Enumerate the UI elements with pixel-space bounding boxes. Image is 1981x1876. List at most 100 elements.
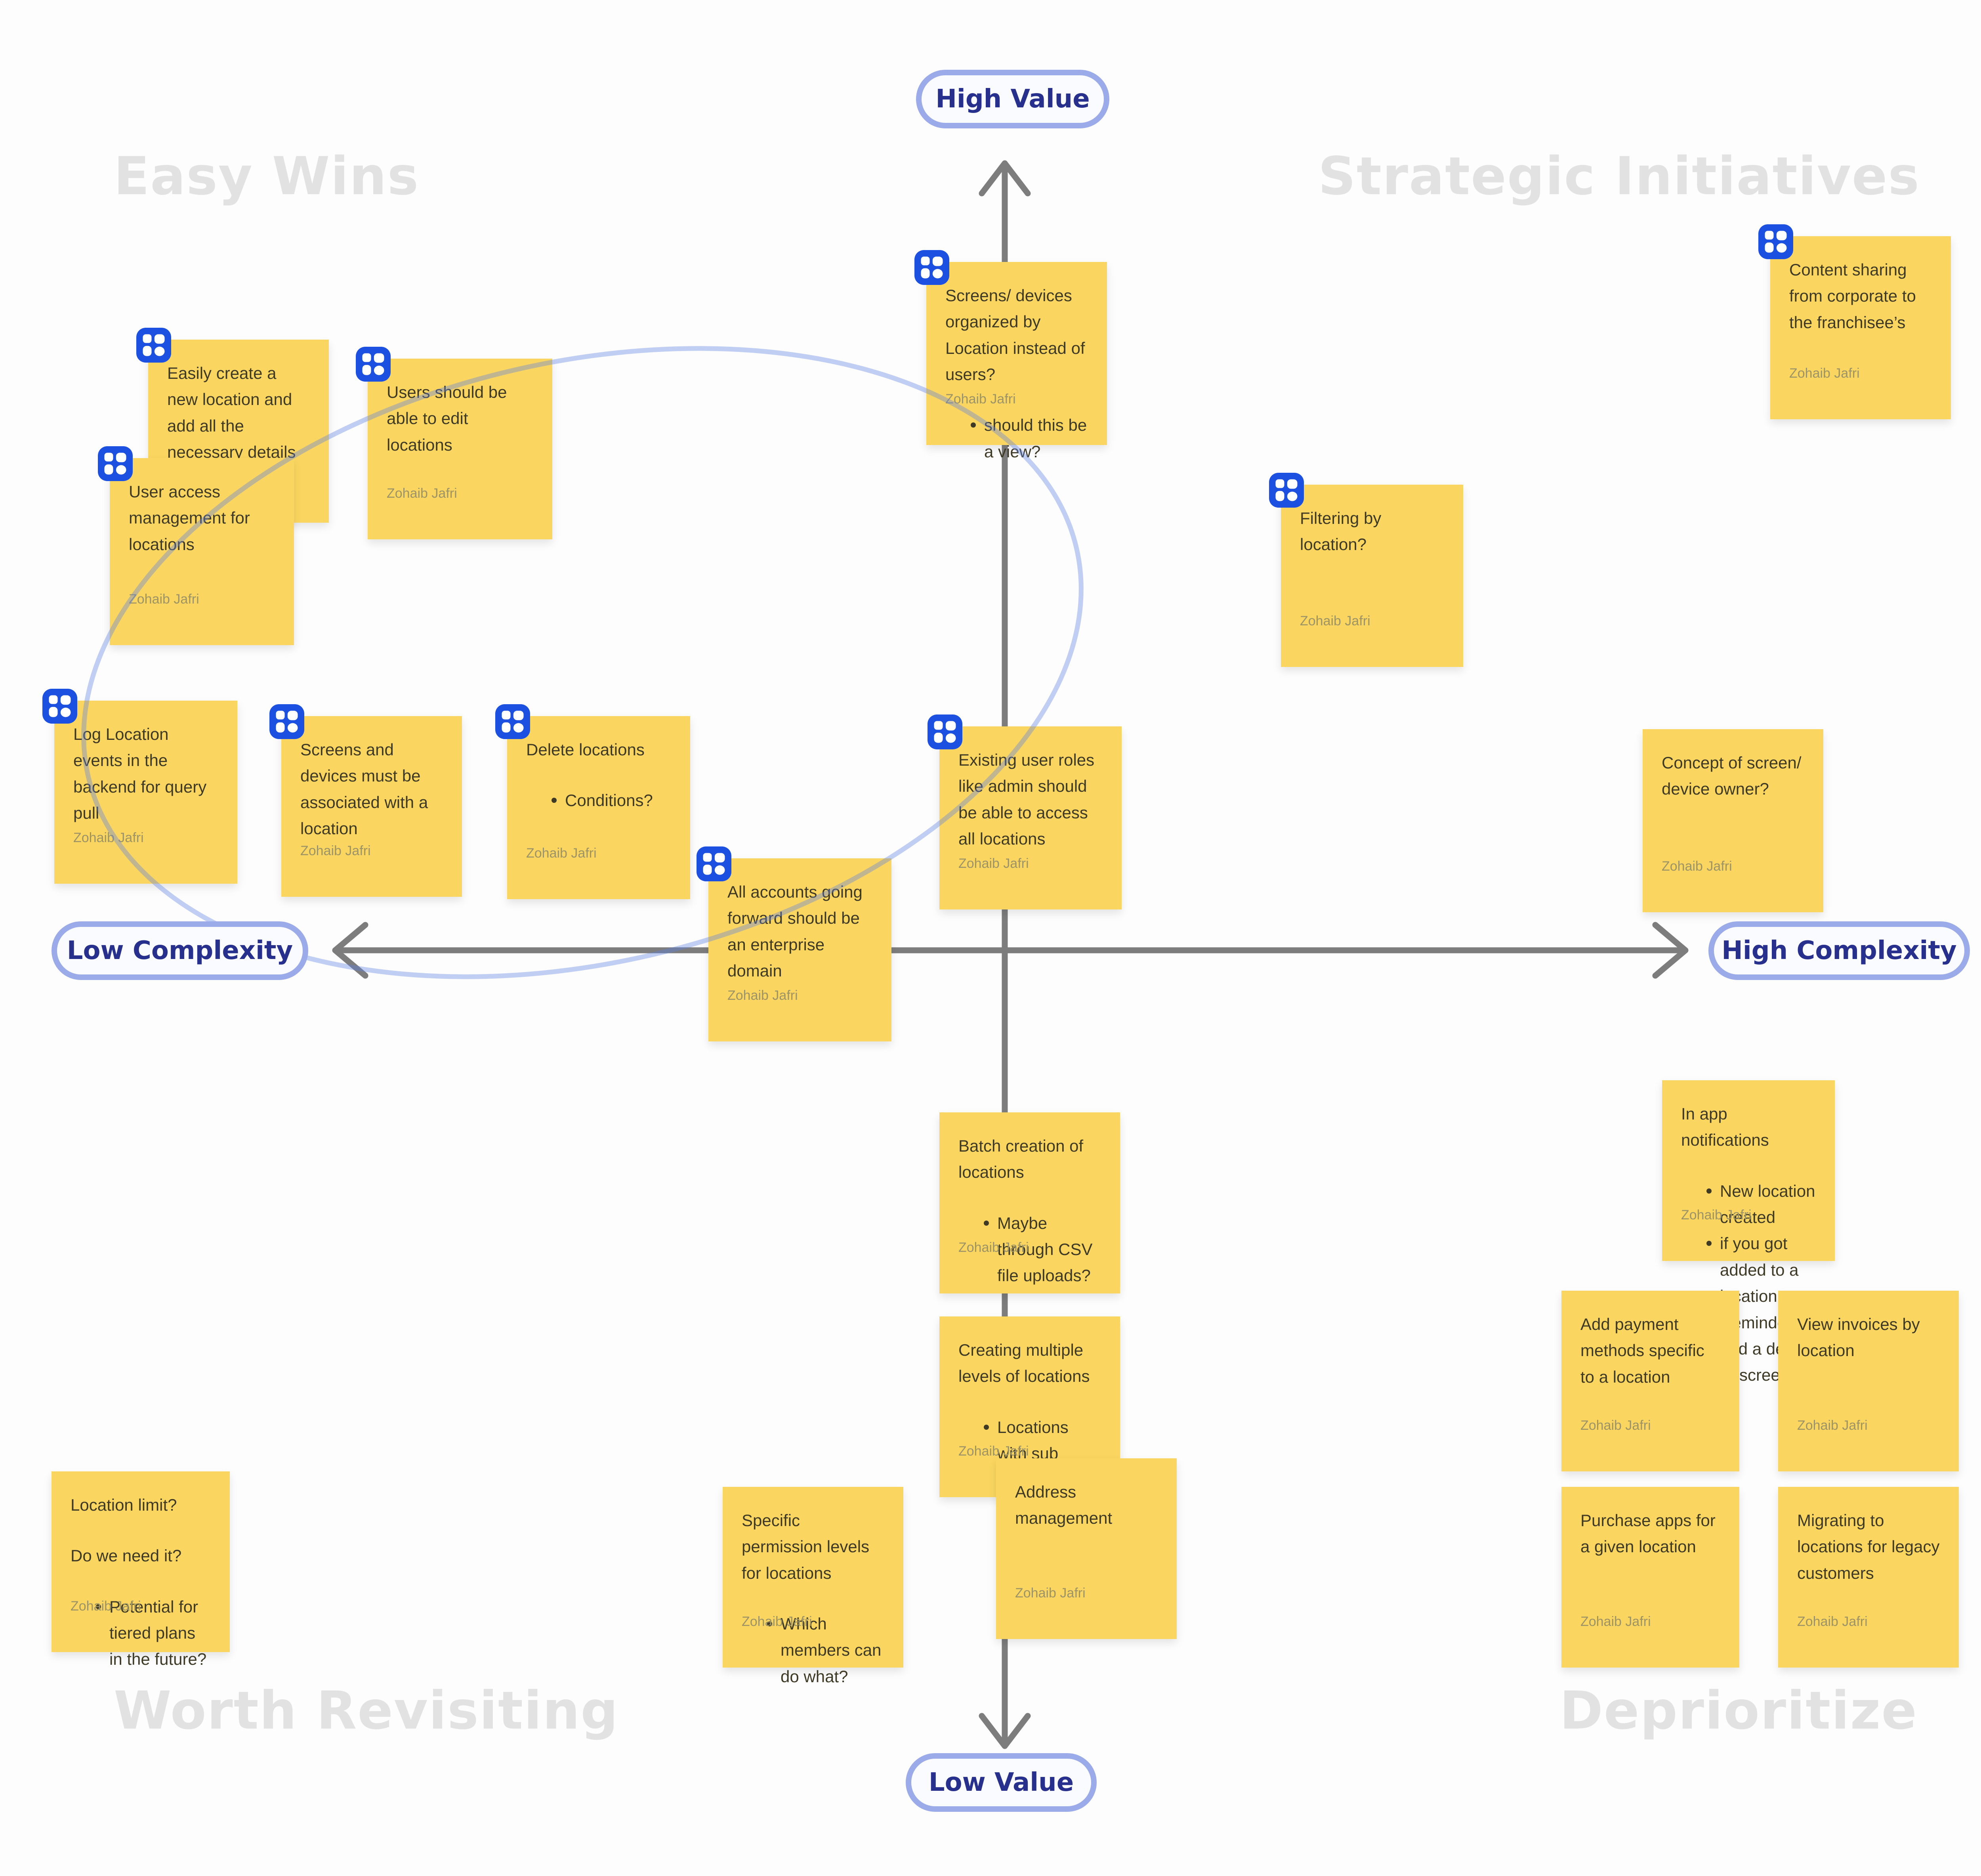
- sticky-note-screens-devices-associated[interactable]: Screens and devices must be associated w…: [269, 704, 462, 897]
- sticky-note-migrating-legacy-customers[interactable]: Migrating to locations for legacy custom…: [1778, 1487, 1959, 1668]
- note-bullet-list: Which members can do what?: [742, 1611, 884, 1690]
- app-window-icon: [928, 714, 962, 749]
- note-author: Zohaib Jafri: [73, 830, 144, 846]
- axis-pill-low-value[interactable]: Low Value: [906, 1753, 1097, 1812]
- axis-pill-high-complexity[interactable]: High Complexity: [1708, 921, 1970, 980]
- sticky-note-filtering-by-location[interactable]: Filtering by location? Zohaib Jafri: [1269, 473, 1463, 667]
- note-bullet-item: Conditions?: [552, 787, 671, 814]
- app-window-icon: [269, 704, 304, 739]
- note-bullet-list: should this be a view?: [945, 412, 1088, 465]
- note-author: Zohaib Jafri: [958, 1444, 1029, 1459]
- note-app-badge-icon: [98, 446, 133, 481]
- note-author: Zohaib Jafri: [1662, 859, 1732, 874]
- app-window-icon: [356, 347, 391, 382]
- note-author: Zohaib Jafri: [742, 1614, 812, 1630]
- note-text: Screens and devices must be associated w…: [300, 740, 428, 838]
- note-author: Zohaib Jafri: [1681, 1207, 1752, 1223]
- arrow-right-icon: [1652, 922, 1689, 979]
- note-app-badge-icon: [269, 704, 304, 739]
- note-text: Location limit?: [71, 1496, 177, 1514]
- note-bullet-item: should this be a view?: [971, 412, 1088, 465]
- note-app-badge-icon: [356, 347, 391, 382]
- note-app-badge-icon: [42, 689, 77, 724]
- note-text: Existing user roles like admin should be…: [958, 751, 1095, 848]
- app-window-icon: [495, 704, 530, 739]
- note-author: Zohaib Jafri: [129, 592, 199, 607]
- note-bullet-list: Potential for tiered plans in the future…: [71, 1594, 211, 1673]
- app-window-icon: [98, 446, 133, 481]
- note-text: Easily create a new location and add all…: [167, 364, 296, 462]
- sticky-note-specific-permission-levels[interactable]: Specific permission levels for locations…: [723, 1487, 903, 1686]
- sticky-note-screens-organized-by-location[interactable]: Screens/ devices organized by Location i…: [914, 250, 1107, 461]
- note-text: Specific permission levels for locations: [742, 1511, 870, 1582]
- note-author: Zohaib Jafri: [1797, 1418, 1868, 1433]
- arrow-left-icon: [332, 922, 368, 979]
- note-bullet-item: if you got added to a location: [1706, 1230, 1816, 1309]
- note-bullet-item: New location created: [1706, 1178, 1816, 1231]
- note-app-badge-icon: [928, 714, 962, 749]
- quadrant-label-deprioritize: Deprioritize: [1559, 1680, 1918, 1741]
- sticky-note-existing-user-roles-access[interactable]: Existing user roles like admin should be…: [928, 714, 1122, 909]
- note-app-badge-icon: [914, 250, 949, 285]
- quadrant-label-worth-revisiting: Worth Revisiting: [114, 1680, 619, 1741]
- note-text: Filtering by location?: [1300, 509, 1382, 554]
- app-window-icon: [914, 250, 949, 285]
- sticky-note-location-limit[interactable]: Location limit?Do we need it?Potential f…: [52, 1471, 230, 1668]
- axis-pill-high-value[interactable]: High Value: [916, 70, 1109, 128]
- note-app-badge-icon: [697, 846, 731, 881]
- note-text: Purchase apps for a given location: [1580, 1511, 1716, 1556]
- note-text: Log Location events in the backend for q…: [73, 725, 207, 823]
- note-author: Zohaib Jafri: [958, 856, 1029, 871]
- sticky-note-easily-create-location[interactable]: Easily create a new location and add all…: [136, 328, 329, 523]
- axis-pill-low-complexity[interactable]: Low Complexity: [52, 921, 308, 980]
- note-bullet-item: Which members can do what?: [767, 1611, 884, 1690]
- sticky-note-content-sharing-franchisees[interactable]: Content sharing from corporate to the fr…: [1758, 224, 1951, 419]
- app-window-icon: [1758, 224, 1793, 259]
- note-author: Zohaib Jafri: [1300, 613, 1370, 629]
- sticky-note-all-accounts-enterprise-domain[interactable]: All accounts going forward should be an …: [697, 846, 891, 1041]
- note-author: Zohaib Jafri: [958, 1240, 1029, 1255]
- note-bullet-item: Potential for tiered plans in the future…: [96, 1594, 211, 1673]
- note-author: Zohaib Jafri: [727, 988, 798, 1003]
- note-text: Delete locations: [526, 740, 645, 759]
- note-text: Users should be able to edit locations: [387, 383, 507, 454]
- sticky-note-add-payment-methods[interactable]: Add payment methods specific to a locati…: [1561, 1291, 1739, 1471]
- note-text: Add payment methods specific to a locati…: [1580, 1315, 1704, 1386]
- note-text: Address management: [1015, 1482, 1113, 1528]
- sticky-note-concept-screen-device-owner[interactable]: Concept of screen/ device owner?Zohaib J…: [1643, 729, 1823, 912]
- arrow-up-icon: [979, 160, 1031, 197]
- note-app-badge-icon: [1269, 473, 1304, 508]
- note-text: Creating multiple levels of locations: [958, 1341, 1090, 1386]
- app-window-icon: [136, 328, 171, 363]
- note-text: View invoices by location: [1797, 1315, 1920, 1360]
- app-window-icon: [1269, 473, 1304, 508]
- app-window-icon: [697, 846, 731, 881]
- note-text: Migrating to locations for legacy custom…: [1797, 1511, 1940, 1582]
- note-author: Zohaib Jafri: [387, 486, 457, 501]
- quadrant-label-easy-wins: Easy Wins: [114, 146, 420, 207]
- note-author: Zohaib Jafri: [526, 846, 597, 861]
- quadrant-label-strategic-initiatives: Strategic Initiatives: [1318, 146, 1920, 207]
- note-text: Content sharing from corporate to the fr…: [1789, 260, 1916, 332]
- note-text: User access management for locations: [129, 482, 250, 554]
- note-author: Zohaib Jafri: [1789, 366, 1860, 381]
- note-text: In app notifications: [1681, 1104, 1769, 1150]
- note-app-badge-icon: [136, 328, 171, 363]
- note-author: Zohaib Jafri: [1580, 1614, 1651, 1630]
- note-author: Zohaib Jafri: [300, 843, 371, 859]
- note-app-badge-icon: [495, 704, 530, 739]
- note-author: Zohaib Jafri: [1797, 1614, 1868, 1630]
- note-text: Screens/ devices organized by Location i…: [945, 286, 1085, 384]
- note-text: All accounts going forward should be an …: [727, 883, 863, 980]
- note-author: Zohaib Jafri: [1015, 1586, 1086, 1601]
- sticky-note-log-location-events[interactable]: Log Location events in the backend for q…: [42, 689, 237, 884]
